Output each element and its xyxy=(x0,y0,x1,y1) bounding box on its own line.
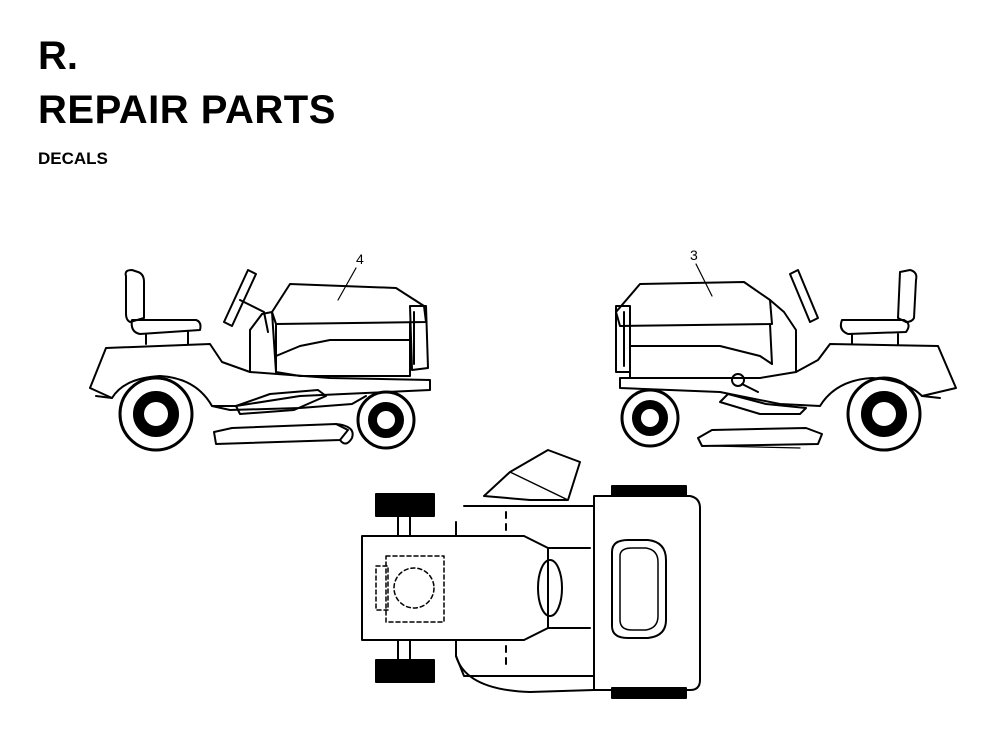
left-front-wheel xyxy=(356,390,416,450)
right-fender xyxy=(619,343,957,407)
left-hood xyxy=(271,283,427,325)
top-steering-wheel xyxy=(483,449,581,501)
right-seat-back xyxy=(897,269,918,323)
top-front-wheel-upper xyxy=(375,493,435,517)
right-hood xyxy=(615,281,773,327)
right-mower-deck xyxy=(697,427,823,447)
section-letter: R. xyxy=(38,34,78,78)
callout-leader-left xyxy=(337,267,357,301)
left-tractor-side-view: 4 xyxy=(89,251,431,452)
left-seat-back xyxy=(124,269,145,323)
left-rear-wheel xyxy=(118,376,194,452)
top-hood xyxy=(361,535,549,641)
left-fender xyxy=(89,343,431,407)
callout-number-left: 4 xyxy=(356,251,364,267)
tractor-top-view xyxy=(361,449,701,699)
top-rear-wheel-lower xyxy=(611,687,687,699)
top-seat xyxy=(611,539,667,639)
top-rear-body xyxy=(593,495,701,691)
right-front-wheel xyxy=(620,388,680,448)
callout-number-right: 3 xyxy=(690,247,698,263)
right-rear-wheel xyxy=(846,376,922,452)
top-front-wheel-lower xyxy=(375,659,435,683)
callout-leader-right xyxy=(695,263,713,297)
right-seat-cushion xyxy=(839,319,910,335)
left-steering-wheel xyxy=(223,269,257,327)
right-tractor-side-view: 3 xyxy=(615,247,957,452)
top-hood-decal-area xyxy=(385,555,445,623)
right-lever-knob xyxy=(731,373,745,387)
page-subtitle: DECALS xyxy=(38,149,108,168)
left-seat-cushion xyxy=(130,319,202,335)
left-mower-deck xyxy=(213,423,349,445)
page-title: REPAIR PARTS xyxy=(38,88,336,132)
right-steering-wheel xyxy=(789,269,819,323)
top-rear-wheel-upper xyxy=(611,485,687,497)
